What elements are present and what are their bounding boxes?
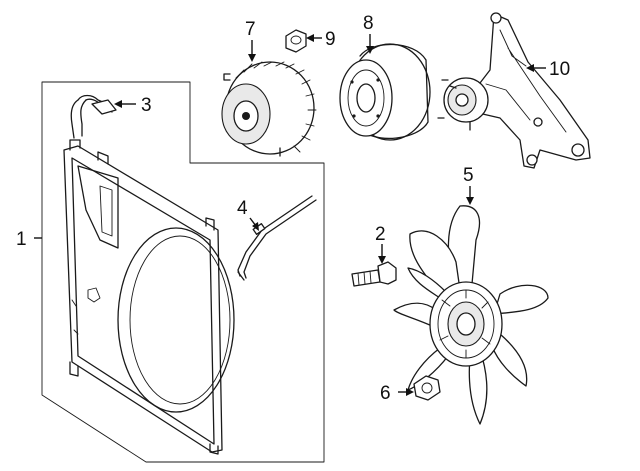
wire-harness-part [237,195,317,281]
callout-9: 9 [325,29,336,50]
callout-5: 5 [463,165,474,186]
callout-7: 7 [245,19,256,40]
callout-8: 8 [363,13,374,34]
callout-arrow-2 [378,256,386,264]
nut-part-9 [285,29,307,53]
callout-arrow-10 [526,64,534,72]
callout-10: 10 [549,59,570,80]
callout-3: 3 [141,95,152,116]
callout-arrow-5 [466,197,474,205]
callout-arrow-6 [406,388,414,396]
hose-part [70,94,117,139]
callout-arrow-3 [114,100,122,108]
assembly-outline-box [41,81,325,463]
callout-arrow-8 [366,46,374,54]
callout-6: 6 [380,383,391,404]
callout-1: 1 [16,229,27,250]
fan-shroud [63,139,235,455]
callout-4: 4 [237,198,248,219]
callout-arrow-4 [252,222,259,231]
callout-arrow-9 [306,34,314,42]
water-pump-part [221,61,317,157]
bolt-part [351,261,397,287]
pulley-part [339,43,431,141]
nut-part-6 [413,375,441,401]
fan-blade-part [393,205,549,425]
bracket-part [437,12,591,169]
callout-2: 2 [375,224,386,245]
callout-arrow-7 [248,54,256,62]
